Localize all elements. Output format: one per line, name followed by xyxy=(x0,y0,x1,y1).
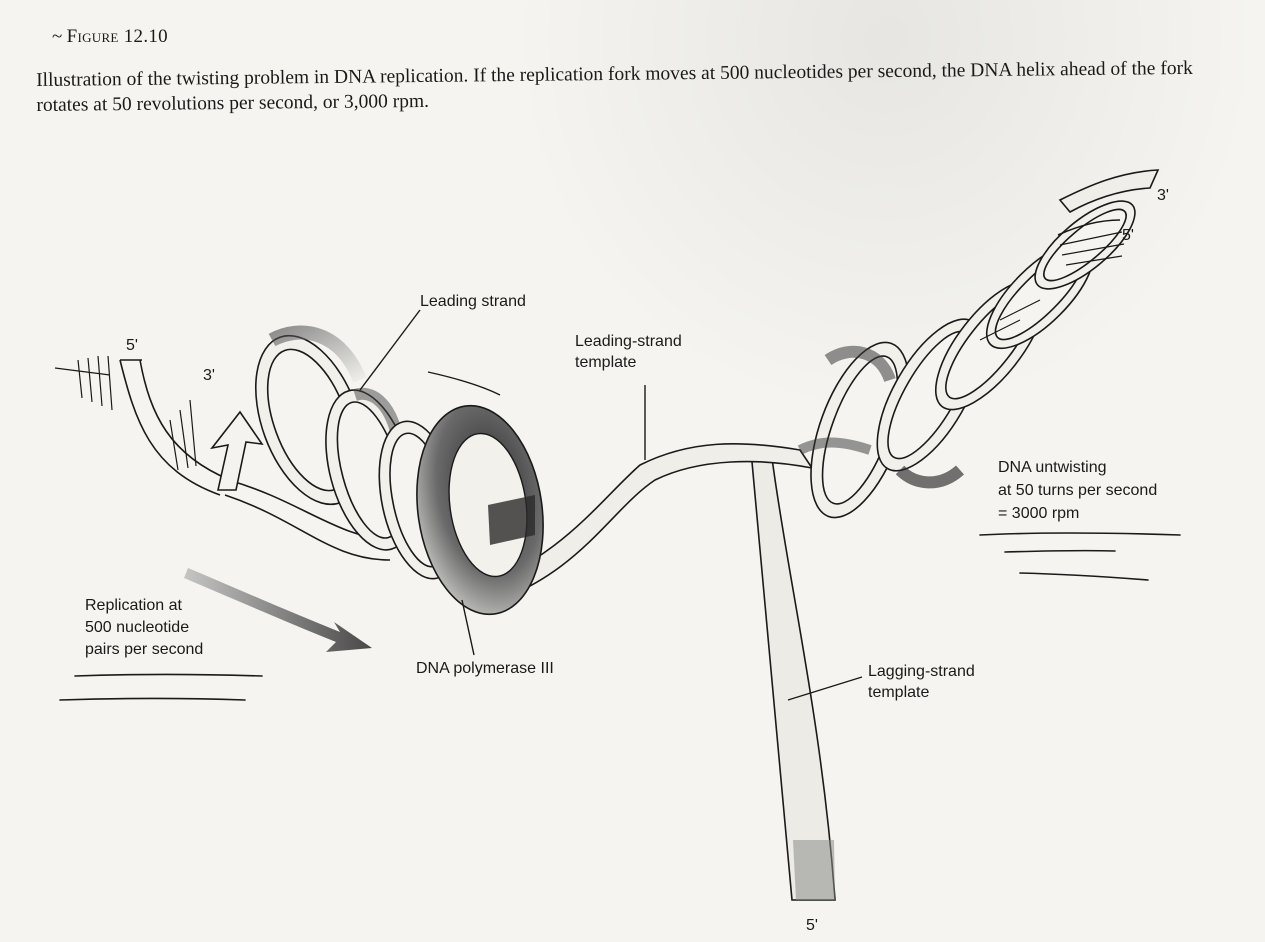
untwisting-label-line2: at 50 turns per second xyxy=(998,482,1157,499)
left-helix xyxy=(54,325,462,580)
lagging-strand-template-label-line1: Lagging-strand xyxy=(868,663,975,680)
figure-label: ~Figure 12.10 xyxy=(52,26,168,48)
lagging-strand-ribbon xyxy=(751,457,836,901)
figure-number: Figure 12.10 xyxy=(66,26,168,47)
leading-strand-template-label-line2: template xyxy=(575,354,636,371)
handwritten-underlines xyxy=(59,532,1181,701)
three-prime-left-label: 3' xyxy=(203,367,215,384)
untwisting-label-line1: DNA untwisting xyxy=(998,459,1107,476)
leading-strand-template-label-line1: Leading-strand xyxy=(575,333,682,350)
replication-rate-label-line2: 500 nucleotide xyxy=(85,619,189,636)
replication-rate-label-line3: pairs per second xyxy=(85,641,203,658)
right-helix xyxy=(797,169,1160,519)
rotation-arrow-icon xyxy=(210,410,264,491)
lagging-strand-template-label-line2: template xyxy=(868,684,929,701)
untwisting-label-line3: = 3000 rpm xyxy=(998,505,1079,522)
five-prime-left-label: 5' xyxy=(126,337,138,354)
figure-prefix: ~ xyxy=(52,26,63,47)
leading-strand-label: Leading strand xyxy=(420,293,526,310)
leader-lines xyxy=(359,309,863,701)
dna-polymerase-iii xyxy=(416,371,544,616)
dna-polymerase-label: DNA polymerase III xyxy=(416,660,554,677)
replication-rate-label-line1: Replication at xyxy=(85,597,183,614)
five-prime-bottom-label: 5' xyxy=(806,917,818,934)
three-prime-right-label: 3' xyxy=(1157,187,1169,204)
five-prime-right-label: 5' xyxy=(1122,227,1134,244)
replication-direction-arrow-icon xyxy=(184,568,372,652)
